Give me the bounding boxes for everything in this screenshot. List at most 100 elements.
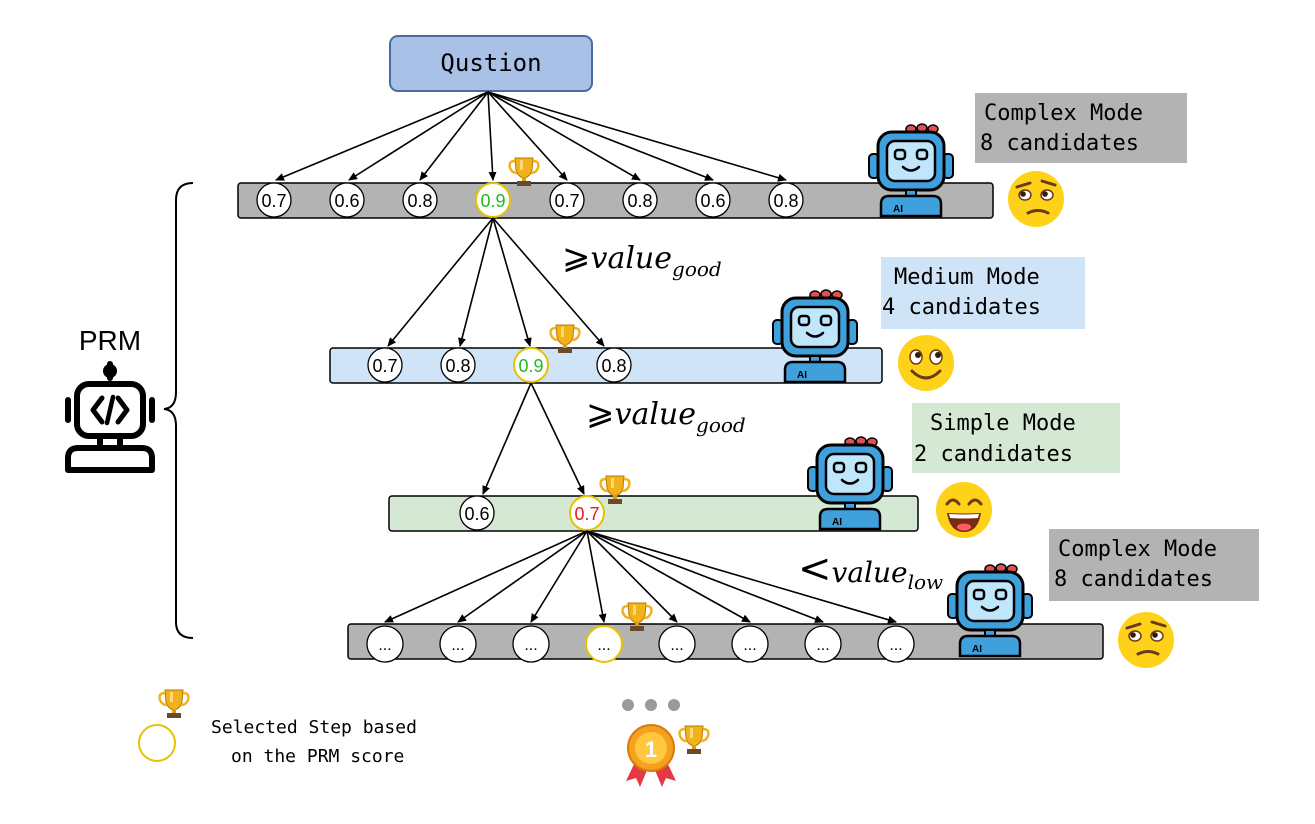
- row3-nodes: 0.6 0.7: [459, 495, 605, 531]
- mode-suffix: Mode: [1023, 411, 1076, 436]
- threshold-sub: low: [908, 570, 944, 594]
- mode-box-simple: [912, 403, 1120, 473]
- ellipsis-dots-icon: [622, 699, 680, 711]
- score-value: 0.8: [773, 191, 798, 211]
- threshold-sub: good: [696, 413, 746, 437]
- score-node: [731, 625, 769, 663]
- mode-word: Medium: [894, 265, 973, 290]
- smiling-face-icon: [896, 333, 956, 393]
- score-value: 0.8: [601, 356, 626, 376]
- threshold-low: <valuelow: [798, 546, 943, 594]
- mode-box-medium: [881, 257, 1085, 329]
- score-node: [440, 347, 476, 383]
- score-value: 0.6: [464, 504, 489, 524]
- score-value: 0.6: [700, 191, 725, 211]
- score-node: [366, 625, 404, 663]
- selected-score-value: 0.7: [574, 504, 599, 524]
- threshold-good-1: ⩾valuegood: [562, 237, 722, 281]
- score-value: ...: [451, 637, 464, 654]
- mode-suffix: Mode: [987, 265, 1040, 290]
- mode-candidates: 8 candidates: [980, 131, 1139, 156]
- mode-title: Complex Mode: [984, 101, 1143, 126]
- svg-text:1: 1: [645, 737, 657, 762]
- mode-title: Simple Mode: [930, 411, 1076, 436]
- score-value: ...: [378, 637, 391, 654]
- threshold-symbol: ⩾: [562, 237, 591, 277]
- mode-box-complex-top: [975, 93, 1187, 163]
- trophy-icon: [158, 688, 190, 720]
- score-value: 0.8: [627, 191, 652, 211]
- score-value: ...: [889, 637, 902, 654]
- selected-score-node: [475, 182, 511, 218]
- grinning-face-icon: [934, 480, 994, 540]
- row4-nodes: ... ... ... ... ... ... ... ...: [366, 625, 915, 663]
- mode-candidates: 8 candidates: [1054, 567, 1213, 592]
- prm-label: PRM: [79, 325, 141, 356]
- score-value: 0.7: [554, 191, 579, 211]
- score-node: [459, 495, 495, 531]
- score-value: ...: [670, 637, 683, 654]
- left-brace: [163, 182, 194, 639]
- skeptical-face-icon: [1116, 610, 1176, 670]
- question-arrows: [275, 91, 787, 182]
- score-node: [512, 625, 550, 663]
- selected-score-node: [585, 625, 623, 663]
- mode-suffix: Mode: [1090, 101, 1143, 126]
- question-label: Qustion: [440, 49, 541, 77]
- row1-nodes: 0.7 0.6 0.8 0.9 0.7 0.8 0.6 0.8: [256, 182, 804, 218]
- threshold-base: value: [615, 397, 697, 432]
- score-node: [549, 182, 585, 218]
- skeptical-face-icon: [1006, 169, 1066, 229]
- mode-candidates: 2 candidates: [914, 442, 1073, 467]
- medal-icon: 1: [626, 724, 676, 787]
- mode-title: Complex Mode: [1058, 537, 1217, 562]
- selected-score-value: 0.9: [518, 356, 543, 376]
- threshold-good-2: ⩾valuegood: [586, 393, 746, 437]
- score-node: [877, 625, 915, 663]
- score-node: [256, 182, 292, 218]
- selected-score-value: ...: [597, 637, 610, 654]
- robot-icon: [771, 288, 859, 384]
- mode-box-complex-bottom: [1049, 529, 1259, 601]
- score-value: 0.7: [372, 356, 397, 376]
- robot-icon: [946, 562, 1034, 658]
- selected-score-node: [513, 347, 549, 383]
- score-node: [329, 182, 365, 218]
- selected-score-node: [569, 495, 605, 531]
- mode-candidates: 4 candidates: [882, 295, 1041, 320]
- score-node: [367, 347, 403, 383]
- question-box: [389, 35, 593, 92]
- score-value: ...: [743, 637, 756, 654]
- row3-to-row4-arrows: [384, 530, 897, 624]
- score-value: ...: [524, 637, 537, 654]
- score-node: [695, 182, 731, 218]
- score-value: 0.6: [334, 191, 359, 211]
- row2-to-row3-arrows: [482, 382, 585, 495]
- mode-word: Simple: [930, 411, 1009, 436]
- score-node: [658, 625, 696, 663]
- score-node: [596, 347, 632, 383]
- threshold-symbol: ⩾: [586, 393, 615, 433]
- row2-nodes: 0.7 0.8 0.9 0.8: [367, 347, 632, 383]
- row1-to-row2-arrows: [387, 217, 605, 347]
- mode-word: Complex: [984, 101, 1077, 126]
- row3-bar: [388, 495, 919, 532]
- mode-title: Medium Mode: [894, 265, 1040, 290]
- score-node: [402, 182, 438, 218]
- score-value: 0.7: [261, 191, 286, 211]
- threshold-sub: good: [672, 257, 722, 281]
- robot-icon: [806, 435, 894, 531]
- trophy-icon: [678, 724, 710, 756]
- trophy-icon: [508, 156, 540, 188]
- score-node: [439, 625, 477, 663]
- threshold-symbol: <: [798, 546, 832, 592]
- selected-score-value: 0.9: [480, 191, 505, 211]
- score-value: 0.8: [407, 191, 432, 211]
- legend-line2: on the PRM score: [231, 746, 404, 767]
- threshold-base: value: [591, 241, 673, 276]
- mode-suffix: Mode: [1164, 537, 1217, 562]
- score-node: [622, 182, 658, 218]
- legend-line1: Selected Step based: [211, 717, 417, 738]
- mode-word: Complex: [1058, 537, 1151, 562]
